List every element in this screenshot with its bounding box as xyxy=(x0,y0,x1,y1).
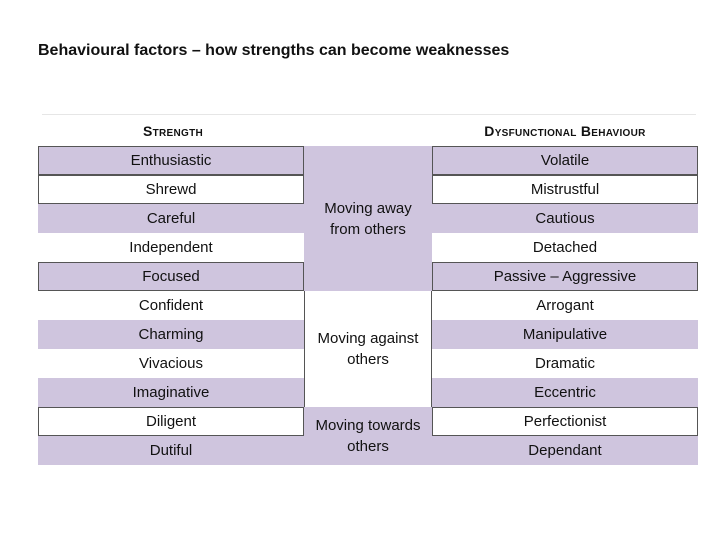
strength-cell: Imaginative xyxy=(38,378,304,407)
strength-cell: Shrewd xyxy=(38,175,304,204)
page-title: Behavioural factors – how strengths can … xyxy=(38,42,510,59)
dysfunctional-cell: Manipulative xyxy=(432,320,698,349)
dysfunctional-cell: Dependant xyxy=(432,436,698,465)
group-label-line: Moving towards xyxy=(315,417,421,434)
dysfunctional-cell: Eccentric xyxy=(432,378,698,407)
dysfunctional-cell: Volatile xyxy=(432,146,698,175)
group-label-line: from others xyxy=(330,220,406,238)
strength-cell: Confident xyxy=(38,291,304,320)
dysfunctional-cell: Arrogant xyxy=(432,291,698,320)
group-label-line: Moving against xyxy=(317,330,419,347)
dysfunctional-cell: Detached xyxy=(432,233,698,262)
dysfunctional-cell: Mistrustful xyxy=(432,175,698,204)
strength-cell: Charming xyxy=(38,320,304,349)
group-label-line: Moving away xyxy=(324,199,412,217)
dysfunctional-cell: Cautious xyxy=(432,204,698,233)
group-label: Moving away from others xyxy=(304,146,432,291)
strength-column-header: Strength xyxy=(142,123,204,139)
strength-cell: Vivacious xyxy=(38,349,304,378)
group-label-line: others xyxy=(347,351,389,368)
dysfunctional-cell: Perfectionist xyxy=(432,407,698,436)
group-label: Moving against others xyxy=(304,291,432,407)
group-label-line: others xyxy=(347,438,389,455)
group-label: Moving towards others xyxy=(304,407,432,465)
dysfunctional-column-header: Dysfunctional Behaviour xyxy=(484,123,646,139)
strength-cell: Focused xyxy=(38,262,304,291)
strength-cell: Dutiful xyxy=(38,436,304,465)
header-divider xyxy=(42,114,696,115)
dysfunctional-cell: Passive – Aggressive xyxy=(432,262,698,291)
strength-cell: Enthusiastic xyxy=(38,146,304,175)
dysfunctional-cell: Dramatic xyxy=(432,349,698,378)
strength-cell: Independent xyxy=(38,233,304,262)
strength-cell: Careful xyxy=(38,204,304,233)
strength-cell: Diligent xyxy=(38,407,304,436)
